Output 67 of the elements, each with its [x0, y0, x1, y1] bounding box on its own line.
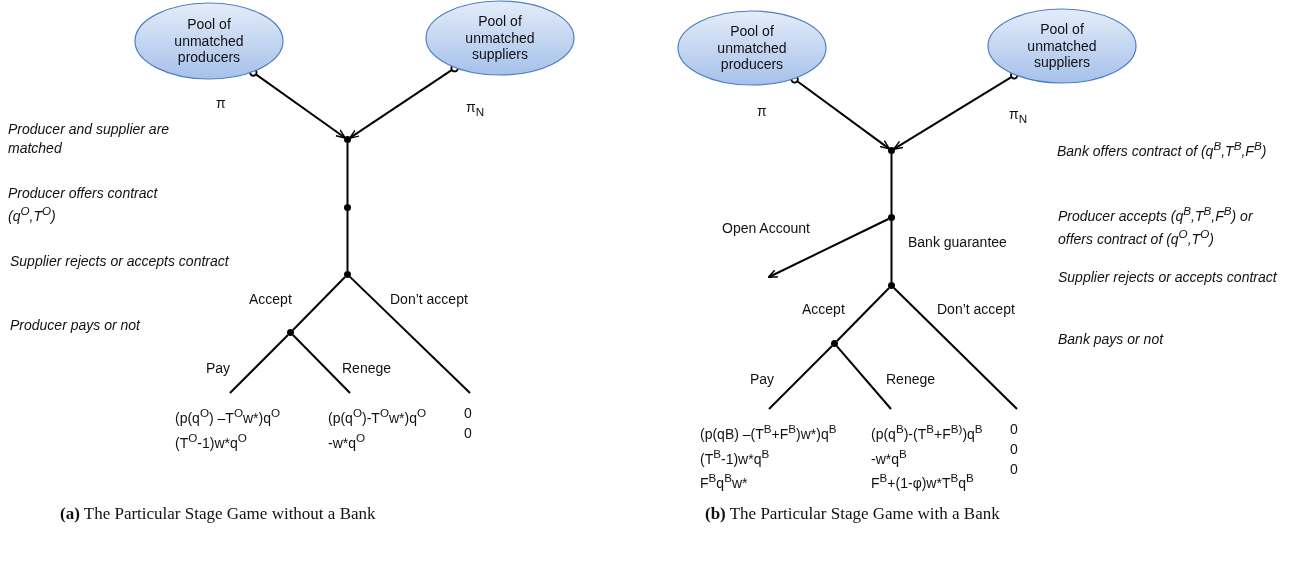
decision-point — [888, 282, 895, 289]
tree-branch — [292, 276, 346, 331]
pool-label: Pool of unmatched producers — [173, 15, 245, 67]
tree-branch — [890, 220, 893, 283]
edge-label: Pay — [204, 361, 233, 377]
edge-label: Renege — [340, 361, 394, 377]
pool-ellipse — [987, 8, 1137, 84]
payoff-text: (p(q$^{B}$)-(T$^{B}$+F$^{B)}$)q$^{B}$ — [871, 421, 984, 444]
stage-note: Producer accepts (q$^{B}$,T$^{B}$,F$^{B}$) or offers contract of (q$^{O}$,T$^{O}$) — [1058, 203, 1254, 249]
payoff-text: (p(q$^{O}$)-T$^{O}$w*)q$^{O}$ — [328, 405, 428, 428]
pool-ellipse — [134, 2, 284, 80]
tree-branch — [229, 334, 289, 394]
payoff-text: F$^{B}$+(1-φ)w*T$^{B}$q$^{B}$ — [871, 470, 975, 493]
stage-note: Supplier rejects or accepts contract — [1058, 268, 1278, 287]
payoff-text: F$^{B}$q$^{B}$w* — [700, 470, 749, 493]
stage-note: Producer pays or not — [10, 316, 142, 335]
arrow — [348, 64, 459, 139]
figure-caption: (a) The Particular Stage Game without a Bank — [60, 503, 377, 525]
tree-branch — [893, 287, 1018, 410]
pool-label: Pool of unmatched suppliers — [1026, 20, 1098, 72]
tree-branch — [768, 345, 833, 410]
decision-point — [831, 340, 838, 347]
decision-point — [344, 204, 351, 211]
tree-branch — [835, 345, 892, 410]
edge-label: Don’t accept — [935, 302, 1017, 318]
decision-point — [344, 271, 351, 278]
decision-point — [287, 329, 294, 336]
payoff-text: -w*q$^{O}$ — [328, 429, 367, 453]
edge-label: Pay — [748, 372, 777, 388]
edge-label: Open Account — [720, 221, 812, 237]
tree-branch — [292, 334, 351, 394]
stage-note: Producer offers contract (q$^{O}$,T$^{O}$) — [8, 184, 159, 226]
edge-label: Accept — [247, 292, 294, 308]
tree-branch — [836, 287, 890, 342]
decision-point — [344, 136, 351, 143]
decision-point — [888, 147, 895, 154]
stage-note: Supplier rejects or accepts contract — [10, 252, 230, 271]
figure-caption: (b) The Particular Stage Game with a Bank — [705, 503, 1001, 525]
payoff-text: 0 — [1010, 440, 1019, 459]
decision-point — [888, 214, 895, 221]
payoff-text: (p(qB) –(T$^{B}$+F$^{B}$)w*)q$^{B}$ — [700, 421, 838, 444]
payoff-text: (T$^{O}$-1)w*q$^{O}$ — [175, 429, 248, 453]
payoff-text: 0 — [464, 424, 473, 443]
edge-label: Accept — [800, 302, 847, 318]
edge-label: Bank guarantee — [906, 235, 1009, 251]
pool-ellipse — [677, 10, 827, 86]
stage-note: Producer and supplier are matched — [8, 120, 171, 158]
arrow — [790, 75, 891, 150]
arrow — [893, 71, 1019, 150]
tree-branch — [890, 153, 893, 215]
payoff-text: 0 — [1010, 460, 1019, 479]
stage-note: Bank pays or not — [1058, 330, 1165, 349]
tree-branch — [346, 142, 349, 205]
edge-label: Renege — [884, 372, 938, 388]
tree-branch — [346, 210, 349, 272]
pool-label: Pool of unmatched suppliers — [464, 12, 536, 64]
pool-ellipse — [425, 0, 575, 76]
tree-branch — [349, 275, 471, 394]
payoff-text: 0 — [1010, 420, 1019, 439]
edge-label: Don’t accept — [388, 292, 470, 308]
payoff-text: 0 — [464, 404, 473, 423]
stage-note: Bank offers contract of (q$^{B}$,T$^{B}$,F$^{B}$) — [1057, 138, 1268, 161]
pool-label: Pool of unmatched producers — [716, 22, 788, 74]
payoff-text: (p(q$^{O}$) –T$^{O}$w*)q$^{O}$ — [175, 405, 282, 428]
payoff-text: (T$^{B}$-1)w*q$^{B}$ — [700, 445, 771, 469]
arrow — [767, 218, 890, 279]
payoff-text: -w*q$^{B}$ — [871, 445, 908, 469]
